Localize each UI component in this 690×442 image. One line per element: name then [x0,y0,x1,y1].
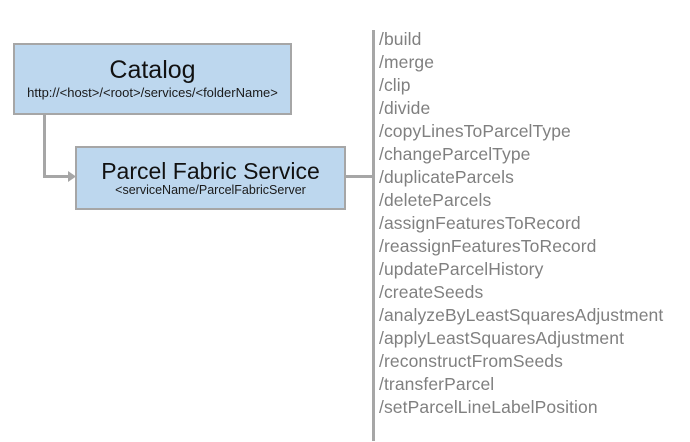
parcel-fabric-service-node[interactable]: Parcel Fabric Service <serviceName/Parce… [75,146,346,210]
catalog-node-title: Catalog [109,56,196,85]
operation-item[interactable]: /divide [379,98,431,118]
operation-item[interactable]: /createSeeds [379,282,484,302]
operation-item[interactable]: /applyLeastSquaresAdjustment [379,328,625,348]
operation-item[interactable]: /analyzeByLeastSquaresAdjustment [379,305,664,325]
operation-item[interactable]: /updateParcelHistory [379,259,544,279]
operation-item[interactable]: /clip [379,75,411,95]
catalog-node-url: http://<host>/<root>/services/<folderNam… [27,85,278,101]
catalog-node[interactable]: Catalog http://<host>/<root>/services/<f… [13,43,292,115]
operation-item[interactable]: /setParcelLineLabelPosition [379,397,598,417]
operation-item[interactable]: /changeParcelType [379,144,531,164]
parcel-fabric-service-path: <serviceName/ParcelFabricServer [115,182,306,197]
operation-item[interactable]: /copyLinesToParcelType [379,121,571,141]
operation-item[interactable]: /reconstructFromSeeds [379,351,563,371]
operation-item[interactable]: /assignFeaturesToRecord [379,213,581,233]
parcel-fabric-service-title: Parcel Fabric Service [101,157,320,184]
operation-item[interactable]: /merge [379,52,435,72]
catalog-to-service-connector [43,115,68,178]
operations-list: /build/merge/clip/divide/copyLinesToParc… [379,28,679,419]
operation-item[interactable]: /deleteParcels [379,190,492,210]
operation-item[interactable]: /transferParcel [379,374,495,394]
operation-item[interactable]: /duplicateParcels [379,167,514,187]
operation-item[interactable]: /build [379,29,422,49]
operation-item[interactable]: /reassignFeaturesToRecord [379,236,597,256]
